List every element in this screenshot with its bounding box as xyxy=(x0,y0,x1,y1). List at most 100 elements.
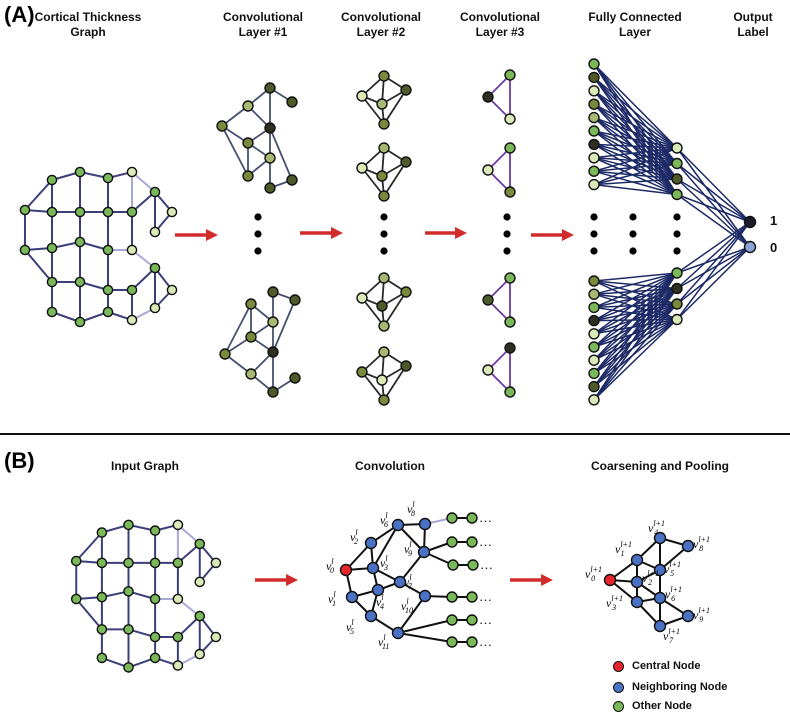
conv-other-ellipsis: … xyxy=(479,534,492,549)
input-graph-node xyxy=(172,519,184,531)
cortical-graph-node xyxy=(166,206,178,218)
header-conv1: Convolutional Layer #1 xyxy=(208,10,318,40)
conv-other-node xyxy=(466,536,478,548)
fc-edge xyxy=(593,90,678,149)
conv3-block-3-node xyxy=(504,272,516,284)
fc-edge xyxy=(593,272,678,309)
conv-other-node xyxy=(467,559,479,571)
header-convolution: Convolution xyxy=(355,459,425,473)
conv2-ellipsis-dot xyxy=(380,230,388,238)
conv-edge xyxy=(399,551,425,583)
fc-edge xyxy=(593,130,678,165)
fc-edge xyxy=(593,157,678,196)
arrow-a2-head xyxy=(331,227,343,239)
conv2-block-2-node xyxy=(376,170,388,182)
fc-input-node xyxy=(588,125,600,137)
fc-ellipsis-dot xyxy=(629,230,637,238)
fc-edge xyxy=(593,272,678,401)
conv1-bottom-node xyxy=(267,386,279,398)
cortical-graph-node xyxy=(126,314,138,326)
legend-other-label: Other Node xyxy=(632,700,692,712)
conv-neighbor-node xyxy=(393,575,407,589)
fc-edge xyxy=(593,116,678,165)
cortical-graph-node xyxy=(102,206,114,218)
conv-edge xyxy=(397,524,425,553)
legend-neighboring-swatch xyxy=(613,681,624,693)
header-output-line1: Output xyxy=(733,10,773,24)
fc-input-node xyxy=(588,314,600,327)
input-graph-node xyxy=(172,631,184,643)
input-graph-node xyxy=(194,610,206,622)
conv-other-node xyxy=(447,559,459,571)
cortical-graph-node xyxy=(149,262,161,274)
conv2-block-2-node xyxy=(378,142,390,154)
conv3-block-2-node xyxy=(504,142,516,154)
cortical-graph-edge xyxy=(131,267,156,291)
fc-out-edge xyxy=(676,162,751,223)
conv1-top-node xyxy=(264,82,276,94)
conv1-bottom-node xyxy=(289,372,301,384)
cortical-graph-node xyxy=(46,276,58,288)
conv2-block-2-node xyxy=(356,162,368,174)
conv2-block-3-node xyxy=(376,300,388,312)
fc-input-node xyxy=(588,341,600,353)
conv2-block-1-edge xyxy=(383,89,407,125)
fc-hidden-node xyxy=(671,282,683,295)
conv-other-node xyxy=(466,512,478,524)
fc-edge xyxy=(593,157,678,165)
fc-edge xyxy=(593,318,678,401)
fc-edge xyxy=(593,287,678,335)
conv2-block-3-node xyxy=(378,272,390,284)
output-node-0 xyxy=(743,240,757,254)
fc-hidden-node xyxy=(671,188,683,201)
header-cortical-graph: Cortical Thickness Graph xyxy=(18,10,158,40)
conv1-bottom-node xyxy=(245,298,257,310)
fc-edge xyxy=(593,318,678,388)
fc-edge xyxy=(593,272,678,388)
conv2-block-1-node xyxy=(378,70,390,82)
cortical-graph-node xyxy=(126,206,138,218)
cortical-graph-node xyxy=(149,186,161,198)
cortical-graph-node xyxy=(126,244,138,256)
fc-edge xyxy=(593,272,678,335)
conv1-bottom-node xyxy=(289,294,301,306)
fc-edge xyxy=(593,147,678,186)
conv-other-node xyxy=(446,591,458,603)
header-conv1-line1: Convolutional xyxy=(223,10,303,24)
fc-out-edge xyxy=(676,246,751,321)
fc-input-node xyxy=(588,98,600,110)
conv2-block-4-edge xyxy=(383,365,407,401)
conv3-block-1-node xyxy=(504,113,516,125)
conv-other-node xyxy=(466,636,478,648)
conv1-bottom-node xyxy=(245,368,257,380)
conv2-block-1-edge xyxy=(361,95,385,125)
cortical-graph-node xyxy=(74,316,86,328)
fc-input-node xyxy=(588,178,600,191)
output-label-1: 1 xyxy=(770,213,778,228)
conv2-block-4-node xyxy=(356,366,368,378)
input-graph-node xyxy=(123,624,134,635)
fc-edge xyxy=(593,303,678,335)
fc-input-node xyxy=(588,165,600,177)
legend-central-label: Central Node xyxy=(632,660,701,672)
conv3-block-3-node xyxy=(482,294,494,306)
conv-other-edge xyxy=(397,632,453,643)
input-graph-node xyxy=(123,519,134,531)
conv2-block-1-node xyxy=(356,90,368,102)
fc-edge xyxy=(593,303,678,361)
legend-neighboring: Neighboring Node xyxy=(613,681,727,693)
fc-edge xyxy=(593,130,678,149)
conv2-block-3-node xyxy=(356,292,368,304)
pool-neighbor-node xyxy=(653,591,667,605)
cortical-graph-node xyxy=(74,166,86,178)
header-output-line2: Label xyxy=(737,25,769,39)
header-output: Output Label xyxy=(722,10,784,40)
fc-edge xyxy=(593,303,678,401)
conv-neighbor-node xyxy=(418,589,432,603)
cortical-graph-node xyxy=(149,226,161,238)
